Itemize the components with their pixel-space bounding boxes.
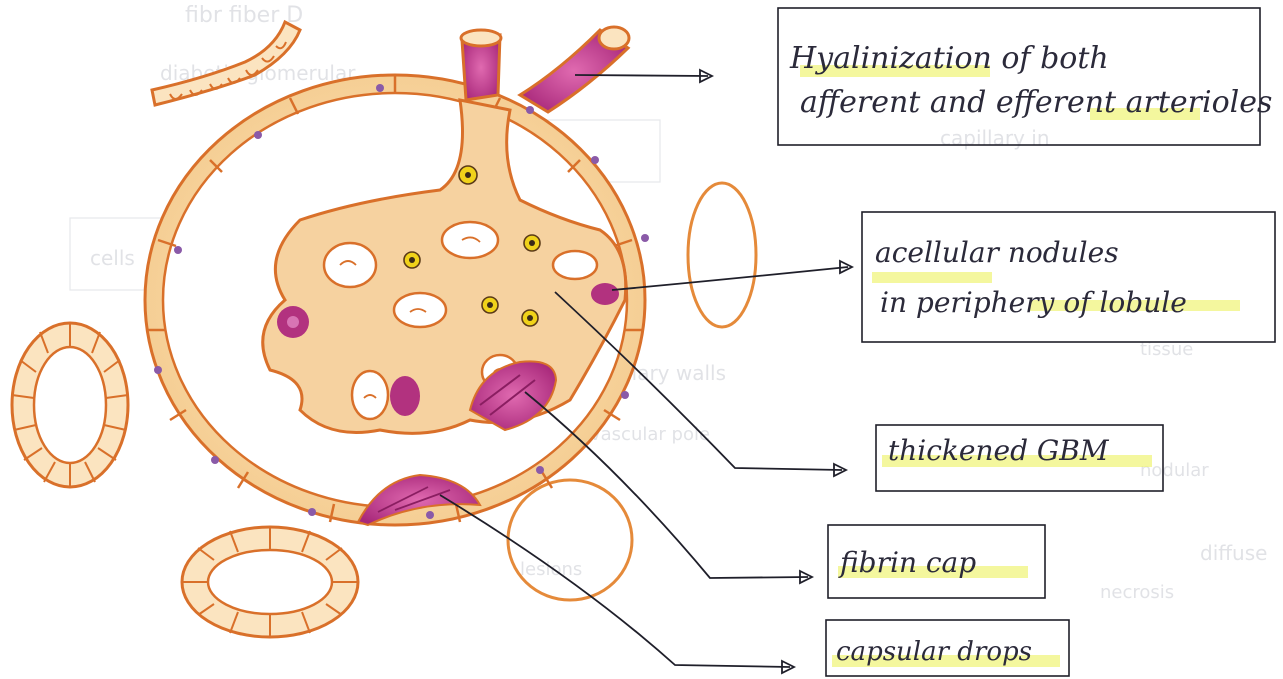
svg-text:lesions: lesions bbox=[520, 559, 582, 580]
svg-text:capillary in: capillary in bbox=[940, 126, 1050, 150]
tubule-bottom bbox=[182, 527, 358, 637]
afferent-arteriole bbox=[461, 30, 501, 100]
tubule-left bbox=[12, 323, 128, 487]
acellular-line1: acellular nodules bbox=[875, 236, 1119, 269]
leader-hyalinization bbox=[575, 75, 708, 76]
fibrin-cap-text: fibrin cap bbox=[838, 546, 976, 579]
svg-text:diffuse: diffuse bbox=[1200, 541, 1267, 565]
svg-text:necrosis: necrosis bbox=[1100, 582, 1174, 603]
hyalinization-line1: Hyalinization of both bbox=[789, 41, 1109, 76]
label-capsular-drops: capsular drops bbox=[826, 620, 1069, 676]
acellular-line2: in periphery of lobule bbox=[880, 286, 1187, 319]
thickened-gbm-text: thickened GBM bbox=[888, 434, 1110, 467]
label-fibrin-cap: fibrin cap bbox=[828, 525, 1045, 598]
tubule-right-outline bbox=[688, 183, 756, 327]
hyalinization-line2: afferent and efferent arterioles bbox=[800, 85, 1272, 120]
label-acellular: acellular nodules in periphery of lobule bbox=[862, 212, 1275, 342]
efferent-arteriole bbox=[520, 27, 629, 112]
svg-text:vascular pole: vascular pole bbox=[590, 424, 710, 445]
label-hyalinization: Hyalinization of both afferent and effer… bbox=[778, 8, 1272, 145]
label-thickened-gbm: thickened GBM bbox=[876, 425, 1163, 491]
leader-acellular bbox=[612, 267, 848, 290]
capsular-drops-text: capsular drops bbox=[836, 637, 1032, 667]
svg-text:cells: cells bbox=[90, 246, 135, 270]
